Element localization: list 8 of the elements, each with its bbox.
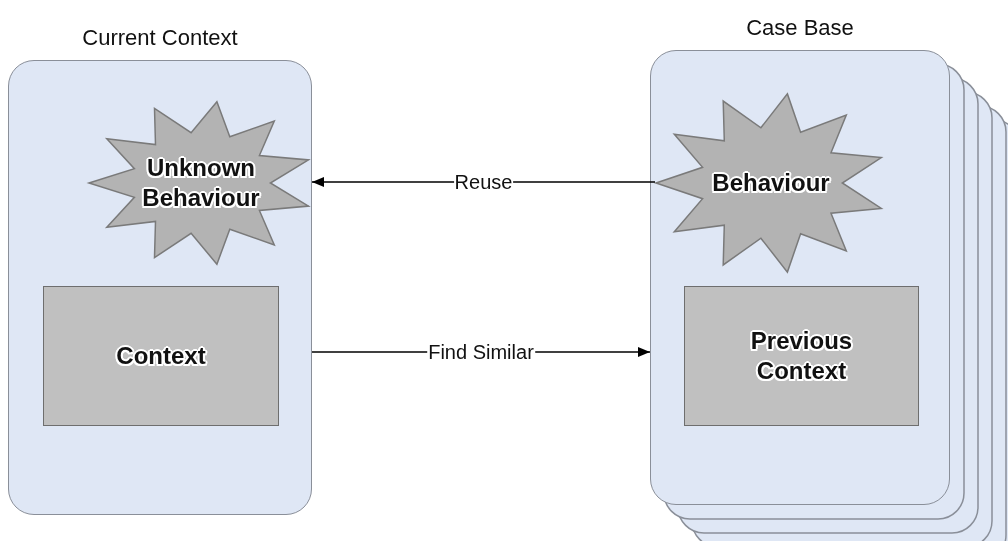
- box-label: Previous Context: [749, 326, 854, 386]
- panel-heading: Case Base: [745, 15, 855, 41]
- process-box: [43, 286, 279, 426]
- process-box: [684, 286, 919, 426]
- panel-heading: Current Context: [81, 25, 239, 51]
- star-label: Unknown Behaviour: [141, 153, 261, 213]
- box-label: Context: [115, 341, 207, 371]
- star-label: Behaviour: [711, 168, 831, 198]
